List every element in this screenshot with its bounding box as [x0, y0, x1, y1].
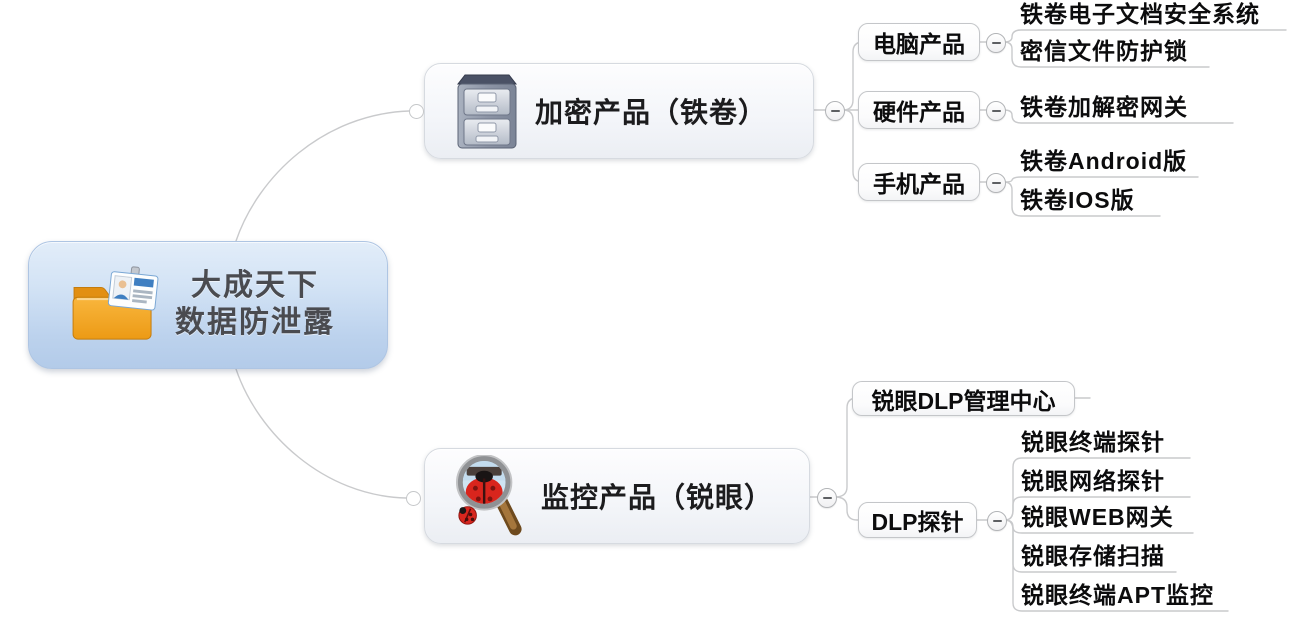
leaf-topic[interactable]: 铁卷Android版	[1020, 148, 1188, 174]
branch-encryption-products[interactable]: 加密产品（铁卷）	[424, 63, 814, 159]
leaf-topic[interactable]: 锐眼存储扫描	[1021, 543, 1165, 569]
leaf-topic[interactable]: 锐眼终端APT监控	[1021, 582, 1214, 608]
root-topic[interactable]: 大成天下 数据防泄露	[28, 241, 388, 369]
minus-icon	[830, 110, 840, 112]
branch-encryption-label: 加密产品（铁卷）	[535, 97, 768, 128]
connector-port-circle	[409, 104, 424, 119]
collapse-button-hardware[interactable]	[986, 101, 1006, 121]
root-label-line1: 大成天下	[191, 269, 319, 303]
minus-icon	[991, 110, 1001, 112]
subtopic-label: 锐眼DLP管理中心	[871, 387, 1056, 414]
subtopic-label: DLP探针	[871, 509, 964, 535]
subtopic-label: 硬件产品	[873, 99, 965, 125]
subtopic-mobile-products[interactable]: 手机产品	[858, 163, 980, 201]
leaf-topic[interactable]: 铁卷电子文档安全系统	[1020, 1, 1260, 27]
collapse-button-mobile[interactable]	[986, 173, 1006, 193]
magnifier-ladybug-icon	[455, 455, 522, 536]
collapse-button-monitoring[interactable]	[817, 488, 837, 508]
leaf-topic[interactable]: 锐眼终端探针	[1021, 429, 1165, 455]
leaf-topic[interactable]: 铁卷IOS版	[1020, 187, 1135, 213]
collapse-button-dlp-probe[interactable]	[987, 511, 1007, 531]
collapse-button-encryption[interactable]	[825, 101, 845, 121]
branch-monitoring-products[interactable]: 监控产品（锐眼）	[424, 448, 810, 544]
folder-id-badge-icon	[72, 266, 159, 340]
leaf-topic[interactable]: 密信文件防护锁	[1020, 38, 1188, 64]
leaf-topic[interactable]: 锐眼网络探针	[1021, 468, 1165, 494]
connector-port-circle	[406, 491, 421, 506]
file-cabinet-icon	[456, 74, 518, 149]
subtopic-label: 手机产品	[873, 171, 965, 197]
minus-icon	[992, 520, 1002, 522]
subtopic-dlp-probe[interactable]: DLP探针	[858, 502, 977, 538]
minus-icon	[822, 497, 832, 499]
root-topic-label: 大成天下 数据防泄露	[175, 268, 335, 341]
leaf-topic[interactable]: 铁卷加解密网关	[1020, 94, 1188, 120]
root-label-line2: 数据防泄露	[175, 306, 335, 339]
minus-icon	[991, 182, 1001, 184]
minus-icon	[991, 42, 1001, 44]
subtopic-dlp-management-center[interactable]: 锐眼DLP管理中心	[852, 381, 1075, 416]
subtopic-computer-products[interactable]: 电脑产品	[858, 23, 980, 61]
collapse-button-computer[interactable]	[986, 33, 1006, 53]
subtopic-hardware-products[interactable]: 硬件产品	[858, 91, 980, 129]
subtopic-label: 电脑产品	[873, 31, 965, 57]
leaf-topic[interactable]: 锐眼WEB网关	[1021, 504, 1174, 530]
branch-monitoring-label: 监控产品（锐眼）	[541, 482, 774, 513]
